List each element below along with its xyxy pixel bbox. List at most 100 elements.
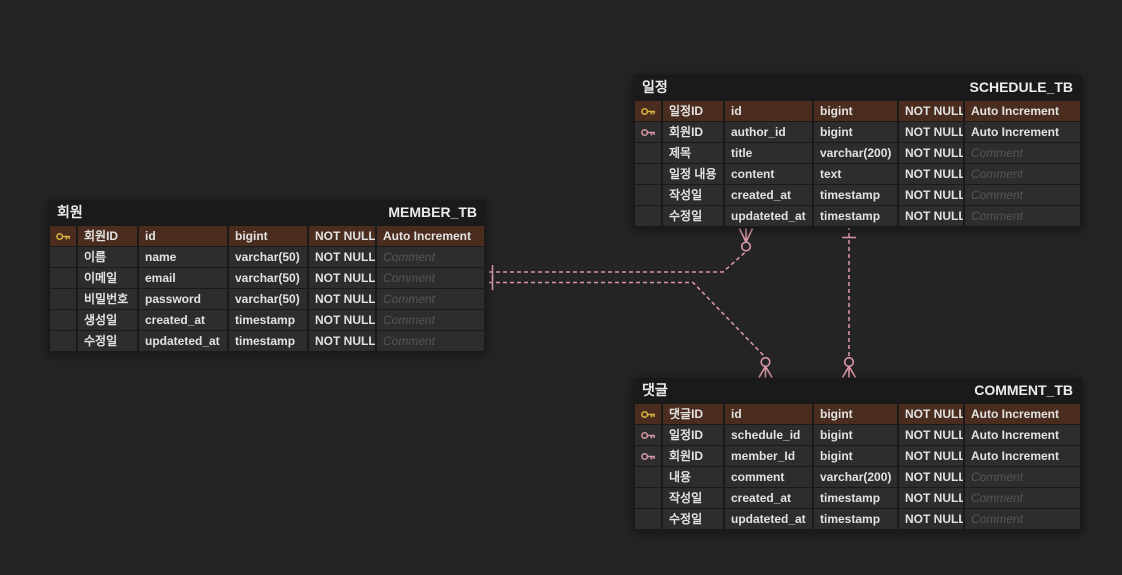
column-row[interactable]: 회원ID id bigint NOT NULL Auto Increment	[50, 226, 484, 246]
column-logical-name[interactable]: 제목	[663, 143, 723, 163]
entity-table-member[interactable]: 회원 MEMBER_TB 회원ID id bigint NOT NULL Aut…	[48, 200, 486, 353]
column-physical-name[interactable]: email	[139, 268, 227, 288]
column-row[interactable]: 이메일 email varchar(50) NOT NULL Comment	[50, 268, 484, 288]
column-not-null[interactable]: NOT NULL	[899, 509, 963, 529]
column-row[interactable]: 일정ID id bigint NOT NULL Auto Increment	[635, 101, 1080, 121]
column-not-null[interactable]: NOT NULL	[899, 164, 963, 184]
column-row[interactable]: 수정일 updateted_at timestamp NOT NULL Comm…	[635, 509, 1080, 529]
column-type[interactable]: timestamp	[229, 310, 307, 330]
column-physical-name[interactable]: created_at	[725, 488, 812, 508]
table-logical-name[interactable]: 댓글	[642, 382, 668, 398]
column-row[interactable]: 댓글ID id bigint NOT NULL Auto Increment	[635, 404, 1080, 424]
column-not-null[interactable]: NOT NULL	[309, 331, 375, 351]
column-not-null[interactable]: NOT NULL	[309, 226, 375, 246]
column-logical-name[interactable]: 수정일	[663, 206, 723, 226]
column-extra[interactable]: Comment	[965, 143, 1080, 163]
column-physical-name[interactable]: updateted_at	[139, 331, 227, 351]
table-physical-name[interactable]: SCHEDULE_TB	[969, 79, 1073, 95]
column-not-null[interactable]: NOT NULL	[309, 310, 375, 330]
column-extra[interactable]: Auto Increment	[377, 226, 484, 246]
column-not-null[interactable]: NOT NULL	[899, 101, 963, 121]
column-type[interactable]: varchar(200)	[814, 467, 897, 487]
column-row[interactable]: 회원ID author_id bigint NOT NULL Auto Incr…	[635, 122, 1080, 142]
column-not-null[interactable]: NOT NULL	[899, 206, 963, 226]
column-physical-name[interactable]: comment	[725, 467, 812, 487]
column-physical-name[interactable]: author_id	[725, 122, 812, 142]
column-logical-name[interactable]: 일정 내용	[663, 164, 723, 184]
column-not-null[interactable]: NOT NULL	[899, 446, 963, 466]
column-physical-name[interactable]: updateted_at	[725, 206, 812, 226]
column-logical-name[interactable]: 비밀번호	[78, 289, 137, 309]
column-logical-name[interactable]: 회원ID	[78, 226, 137, 246]
column-row[interactable]: 수정일 updateted_at timestamp NOT NULL Comm…	[50, 331, 484, 351]
column-logical-name[interactable]: 이메일	[78, 268, 137, 288]
column-not-null[interactable]: NOT NULL	[309, 247, 375, 267]
column-type[interactable]: varchar(50)	[229, 247, 307, 267]
column-logical-name[interactable]: 회원ID	[663, 446, 723, 466]
column-type[interactable]: text	[814, 164, 897, 184]
column-not-null[interactable]: NOT NULL	[899, 467, 963, 487]
relationship-schedule-comment[interactable]	[841, 226, 857, 378]
table-logical-name[interactable]: 회원	[57, 204, 83, 220]
column-row[interactable]: 일정 내용 content text NOT NULL Comment	[635, 164, 1080, 184]
column-type[interactable]: bigint	[814, 404, 897, 424]
column-extra[interactable]: Comment	[377, 268, 484, 288]
column-extra[interactable]: Comment	[965, 206, 1080, 226]
column-physical-name[interactable]: updateted_at	[725, 509, 812, 529]
column-extra[interactable]: Auto Increment	[965, 122, 1080, 142]
column-not-null[interactable]: NOT NULL	[899, 122, 963, 142]
column-extra[interactable]: Comment	[377, 310, 484, 330]
column-not-null[interactable]: NOT NULL	[899, 488, 963, 508]
column-extra[interactable]: Comment	[965, 467, 1080, 487]
column-type[interactable]: varchar(50)	[229, 268, 307, 288]
column-physical-name[interactable]: created_at	[725, 185, 812, 205]
column-extra[interactable]: Comment	[965, 509, 1080, 529]
column-extra[interactable]: Comment	[377, 289, 484, 309]
column-logical-name[interactable]: 일정ID	[663, 425, 723, 445]
column-physical-name[interactable]: content	[725, 164, 812, 184]
column-type[interactable]: timestamp	[229, 331, 307, 351]
entity-table-schedule[interactable]: 일정 SCHEDULE_TB 일정ID id bigint NOT NULL A…	[633, 75, 1082, 228]
column-row[interactable]: 생성일 created_at timestamp NOT NULL Commen…	[50, 310, 484, 330]
column-not-null[interactable]: NOT NULL	[899, 425, 963, 445]
column-type[interactable]: timestamp	[814, 206, 897, 226]
column-not-null[interactable]: NOT NULL	[899, 143, 963, 163]
column-logical-name[interactable]: 생성일	[78, 310, 137, 330]
column-row[interactable]: 회원ID member_Id bigint NOT NULL Auto Incr…	[635, 446, 1080, 466]
column-row[interactable]: 수정일 updateted_at timestamp NOT NULL Comm…	[635, 206, 1080, 226]
column-row[interactable]: 일정ID schedule_id bigint NOT NULL Auto In…	[635, 425, 1080, 445]
table-logical-name[interactable]: 일정	[642, 79, 668, 95]
relationship-member-comment[interactable]	[482, 275, 773, 378]
table-physical-name[interactable]: COMMENT_TB	[974, 382, 1073, 398]
entity-table-comment[interactable]: 댓글 COMMENT_TB 댓글ID id bigint NOT NULL Au…	[633, 378, 1082, 531]
column-type[interactable]: timestamp	[814, 509, 897, 529]
column-extra[interactable]: Auto Increment	[965, 101, 1080, 121]
column-extra[interactable]: Comment	[965, 164, 1080, 184]
column-physical-name[interactable]: title	[725, 143, 812, 163]
column-type[interactable]: timestamp	[814, 185, 897, 205]
column-physical-name[interactable]: created_at	[139, 310, 227, 330]
column-physical-name[interactable]: schedule_id	[725, 425, 812, 445]
column-row[interactable]: 이름 name varchar(50) NOT NULL Comment	[50, 247, 484, 267]
column-row[interactable]: 작성일 created_at timestamp NOT NULL Commen…	[635, 488, 1080, 508]
column-physical-name[interactable]: id	[725, 101, 812, 121]
column-row[interactable]: 제목 title varchar(200) NOT NULL Comment	[635, 143, 1080, 163]
table-physical-name[interactable]: MEMBER_TB	[388, 204, 477, 220]
column-type[interactable]: bigint	[814, 101, 897, 121]
column-not-null[interactable]: NOT NULL	[899, 185, 963, 205]
column-type[interactable]: bigint	[229, 226, 307, 246]
column-extra[interactable]: Comment	[965, 185, 1080, 205]
column-logical-name[interactable]: 내용	[663, 467, 723, 487]
column-physical-name[interactable]: id	[139, 226, 227, 246]
column-type[interactable]: bigint	[814, 425, 897, 445]
column-extra[interactable]: Comment	[377, 331, 484, 351]
column-physical-name[interactable]: name	[139, 247, 227, 267]
column-type[interactable]: bigint	[814, 122, 897, 142]
column-row[interactable]: 비밀번호 password varchar(50) NOT NULL Comme…	[50, 289, 484, 309]
column-physical-name[interactable]: member_Id	[725, 446, 812, 466]
column-type[interactable]: bigint	[814, 446, 897, 466]
column-extra[interactable]: Auto Increment	[965, 446, 1080, 466]
column-not-null[interactable]: NOT NULL	[899, 404, 963, 424]
column-type[interactable]: varchar(50)	[229, 289, 307, 309]
